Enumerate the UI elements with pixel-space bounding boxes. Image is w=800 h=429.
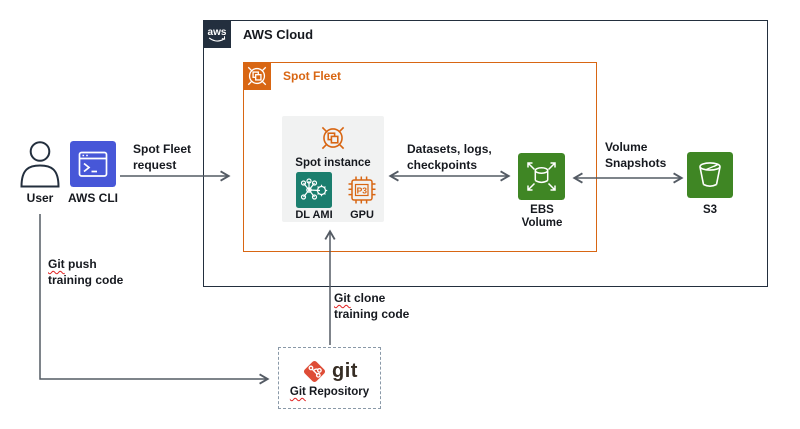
spot-fleet-label: Spot Fleet [283,69,342,83]
gpu-icon: P3 [348,176,376,204]
git-repository-label: Git Repository [289,386,370,398]
spot-fleet-group-box [243,62,597,252]
git-push-label: Git push training code [48,257,124,287]
aws-cli-icon [70,141,116,187]
aws-cloud-label: AWS Cloud [243,27,314,42]
git-clone-label: Git clone training code [334,291,410,321]
spot-instance-card: Spot instance P3 DL AMI GPU [282,116,384,222]
spot-instance-icon [321,126,345,150]
spot-instance-label: Spot instance [295,157,371,169]
ebs-volume-label: EBS Volume [521,204,563,229]
user-icon [20,141,60,188]
arrow-git-push [39,214,270,385]
git-wordmark: git [332,360,358,382]
aws-cli-label: AWS CLI [68,191,118,205]
gpu-label: GPU [350,209,374,221]
svg-text:aws: aws [208,27,227,38]
spot-fleet-icon [243,62,271,90]
aws-cloud-group-box [203,20,768,287]
aws-logo-icon: aws [208,27,227,42]
dl-ami-label: DL AMI [295,209,333,221]
datasets-logs-checkpoints-label: Datasets, logs, checkpoints [407,142,492,172]
aws-cloud-icon: aws [203,20,231,48]
svg-text:P3: P3 [357,186,368,196]
ebs-volume-icon [518,153,565,200]
dl-ami-icon [296,172,332,208]
git-logo-icon [304,360,326,383]
spot-fleet-request-label: Spot Fleet request [133,142,192,172]
s3-icon [687,152,733,198]
git-repository-box: git Git Repository [278,347,381,409]
s3-label: S3 [702,204,718,216]
spot-fleet-glyph-icon [247,66,267,86]
volume-snapshots-label: Volume Snapshots [605,140,667,170]
user-label: User [26,191,54,205]
